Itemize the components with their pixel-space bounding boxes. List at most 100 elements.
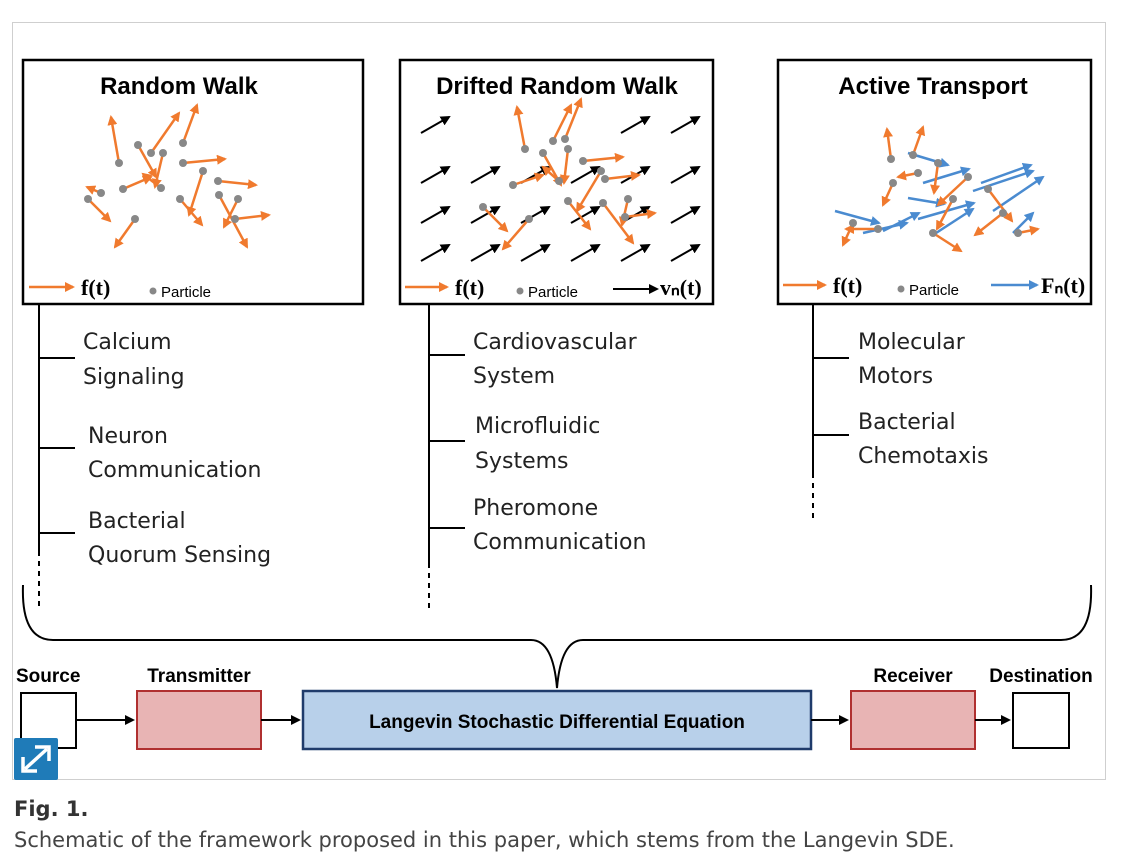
drift-arrow — [470, 166, 501, 184]
application-label: Communication — [88, 458, 261, 483]
random-force-arrow — [217, 179, 258, 190]
drift-arrow — [420, 244, 451, 262]
receiver-block — [850, 690, 976, 750]
particle — [564, 145, 572, 153]
particle-legend-dot — [897, 285, 905, 293]
application-label: Molecular — [858, 330, 966, 355]
application-label: Neuron — [88, 424, 168, 449]
application-label: Pheromone — [473, 496, 598, 521]
particle-legend-label: Particle — [161, 284, 211, 301]
particle — [509, 181, 517, 189]
expand-button[interactable] — [14, 738, 58, 780]
random-force-arrow — [181, 103, 199, 144]
particle — [97, 189, 105, 197]
random-force-arrow — [87, 198, 112, 223]
random-force-arrow — [512, 172, 545, 187]
particle — [929, 229, 937, 237]
drift-arrow — [520, 244, 551, 262]
random-force-arrow — [936, 176, 969, 207]
particle — [549, 137, 557, 145]
random-force-arrow — [563, 97, 583, 140]
application-label: Motors — [858, 364, 933, 389]
panel-title: Drifted Random Walk — [436, 73, 678, 100]
drift-arrow — [670, 206, 701, 224]
application-label: Systems — [475, 449, 569, 474]
figure-frame: Random Walk f(t) Particle Drifted Random… — [12, 22, 1106, 780]
random-force-arrow — [482, 206, 509, 233]
drift-arrow — [570, 206, 601, 224]
application-label: Microfluidic — [475, 414, 600, 439]
random-force-arrow — [559, 148, 570, 185]
panel-drifted-random-walk: Drifted Random Walk f(t) Particle vₙ(t) — [398, 58, 715, 306]
figure-caption: Schematic of the framework proposed in t… — [14, 828, 955, 852]
source-label: Source — [16, 666, 80, 687]
particle — [215, 191, 223, 199]
drift-arrow — [420, 206, 451, 224]
random-force-arrow — [987, 188, 1014, 223]
random-force-arrow — [881, 182, 895, 207]
active-force-arrow — [834, 209, 881, 226]
particle — [984, 185, 992, 193]
application-tree-1: Calcium Signaling Neuron Communication B… — [38, 305, 271, 611]
random-force-arrow — [501, 218, 530, 251]
destination-block — [1012, 692, 1070, 749]
transmitter-block — [136, 690, 262, 750]
random-force-arrow — [149, 111, 181, 154]
particle — [115, 159, 123, 167]
application-label: System — [473, 364, 555, 389]
particle — [134, 141, 142, 149]
particle — [555, 177, 563, 185]
particle — [597, 167, 605, 175]
particle — [179, 159, 187, 167]
force-legend-label: f(t) — [455, 275, 484, 300]
particle — [964, 173, 972, 181]
drift-arrow — [670, 166, 701, 184]
particle — [234, 195, 242, 203]
particle — [214, 177, 222, 185]
particle — [119, 185, 127, 193]
application-label: Bacterial — [858, 410, 956, 435]
drift-arrow — [670, 244, 701, 262]
expand-icon — [21, 745, 51, 773]
random-force-arrow — [973, 212, 1004, 237]
particle — [579, 157, 587, 165]
particle — [601, 175, 609, 183]
active-force-arrow — [972, 168, 1035, 193]
random-force-arrow — [551, 103, 573, 142]
particle — [621, 213, 629, 221]
active-force-arrow — [882, 211, 921, 233]
particle — [599, 199, 607, 207]
random-force-arrow — [883, 127, 894, 160]
particle — [157, 184, 165, 192]
particle — [147, 149, 155, 157]
random-force-arrow — [604, 170, 641, 181]
particle-legend-dot — [516, 287, 524, 295]
particle — [889, 179, 897, 187]
particle — [525, 215, 533, 223]
random-force-arrow — [911, 125, 926, 156]
drift-arrow — [470, 244, 501, 262]
force-legend-label: f(t) — [81, 275, 110, 300]
particle — [199, 167, 207, 175]
transmitter-label: Transmitter — [147, 666, 251, 687]
drift-arrow — [670, 116, 701, 134]
panel-title: Random Walk — [100, 73, 258, 100]
particle — [561, 135, 569, 143]
random-force-arrow — [935, 198, 955, 231]
panel-title: Active Transport — [838, 73, 1027, 100]
random-force-arrow — [186, 170, 205, 217]
random-force-arrow — [618, 198, 630, 227]
particle — [999, 209, 1007, 217]
drift-arrow — [570, 166, 601, 184]
application-label: Signaling — [83, 365, 185, 390]
random-force-arrow — [930, 162, 941, 195]
particle — [564, 197, 572, 205]
particle-field — [834, 125, 1045, 253]
particle — [479, 203, 487, 211]
particle — [179, 139, 187, 147]
drift-arrow — [420, 116, 451, 134]
drift-arrow — [620, 116, 651, 134]
particle — [159, 149, 167, 157]
drift-arrow — [620, 244, 651, 262]
panel-random-walk: Random Walk f(t) Particle — [21, 58, 365, 306]
